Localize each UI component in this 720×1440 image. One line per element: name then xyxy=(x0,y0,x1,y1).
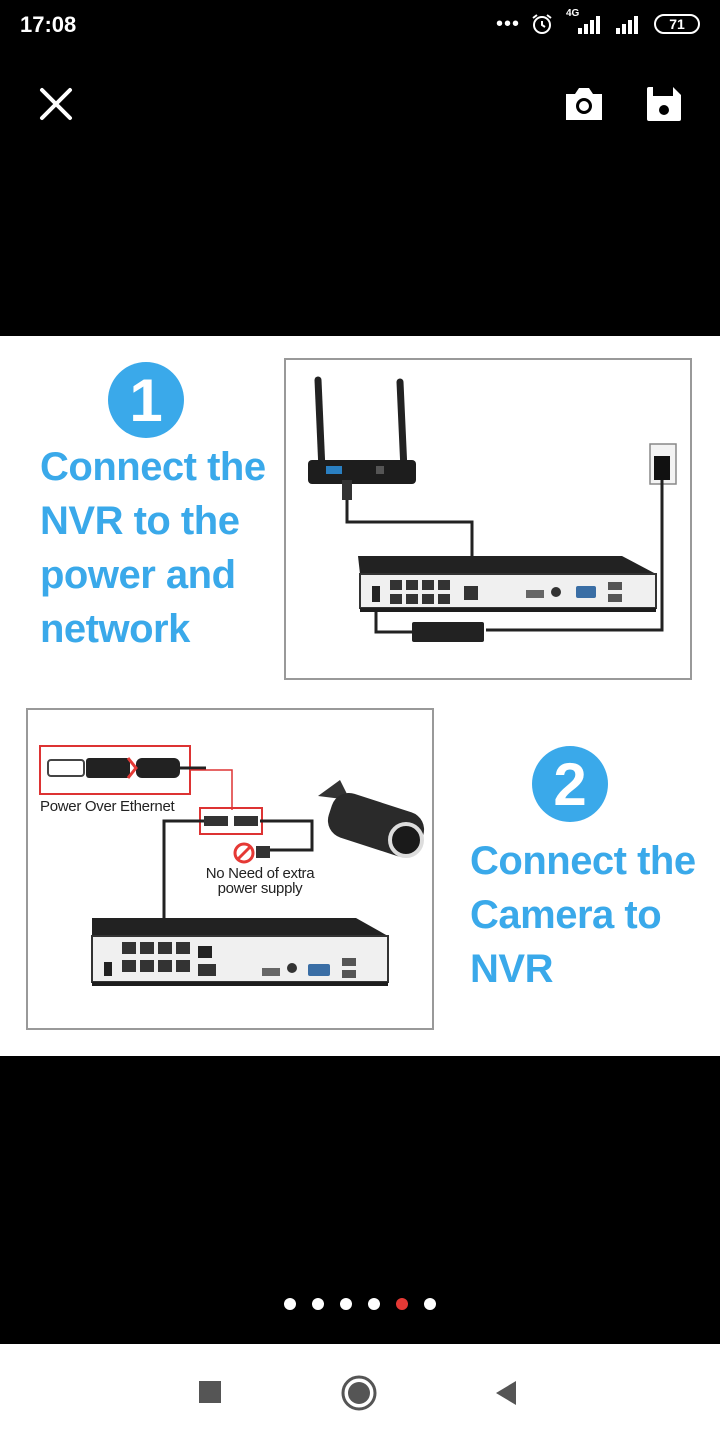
back-button[interactable] xyxy=(494,1380,518,1406)
camera-nvr-illustration xyxy=(39,745,425,986)
camera-nvr-diagram: Power Over Ethernet No Need of extra pow… xyxy=(26,708,434,1030)
signal-icon xyxy=(578,16,600,34)
step-2-badge: 2 xyxy=(532,746,608,822)
triangle-back-icon xyxy=(496,1381,516,1405)
close-button[interactable] xyxy=(36,84,76,124)
page-dot[interactable] xyxy=(368,1298,380,1310)
viewer-toolbar xyxy=(0,50,720,160)
page-dot[interactable] xyxy=(284,1298,296,1310)
step-1-text: Connect the NVR to the power and network xyxy=(40,445,266,651)
status-time: 17:08 xyxy=(20,12,77,37)
camera-button[interactable] xyxy=(562,84,606,124)
circle-icon xyxy=(341,1375,377,1411)
no-power-label: No Need of extra power supply xyxy=(205,865,315,897)
recents-button[interactable] xyxy=(198,1380,222,1404)
close-icon xyxy=(40,88,72,120)
save-icon xyxy=(647,87,681,121)
page-dot[interactable] xyxy=(340,1298,352,1310)
square-icon xyxy=(199,1381,221,1403)
nvr-network-illustration xyxy=(308,376,677,642)
battery-indicator: 71 xyxy=(654,14,700,34)
step-1-badge: 1 xyxy=(108,362,184,438)
save-button[interactable] xyxy=(644,84,684,124)
alarm-icon xyxy=(532,14,552,34)
nvr-network-diagram xyxy=(284,358,692,680)
page-indicator xyxy=(0,1298,720,1310)
home-button[interactable] xyxy=(340,1374,378,1412)
step-2-text: Connect the Camera to NVR xyxy=(470,839,696,991)
overflow-dots: ••• xyxy=(495,13,520,35)
signal-4g: 4G xyxy=(564,8,604,36)
page-dot[interactable] xyxy=(424,1298,436,1310)
page-dot-active[interactable] xyxy=(396,1298,408,1310)
navigation-bar xyxy=(0,1344,720,1440)
status-icons: ••• 4G 71 xyxy=(495,8,700,36)
network-label: 4G xyxy=(566,8,580,19)
camera-icon xyxy=(566,88,602,120)
poe-label: Power Over Ethernet xyxy=(40,798,175,815)
page-dot[interactable] xyxy=(312,1298,324,1310)
status-bar: 17:08 ••• 4G 71 xyxy=(0,0,720,50)
image-viewer[interactable]: 1 Connect the NVR to the power and netwo… xyxy=(0,336,720,1056)
signal-icon-2 xyxy=(616,16,638,34)
